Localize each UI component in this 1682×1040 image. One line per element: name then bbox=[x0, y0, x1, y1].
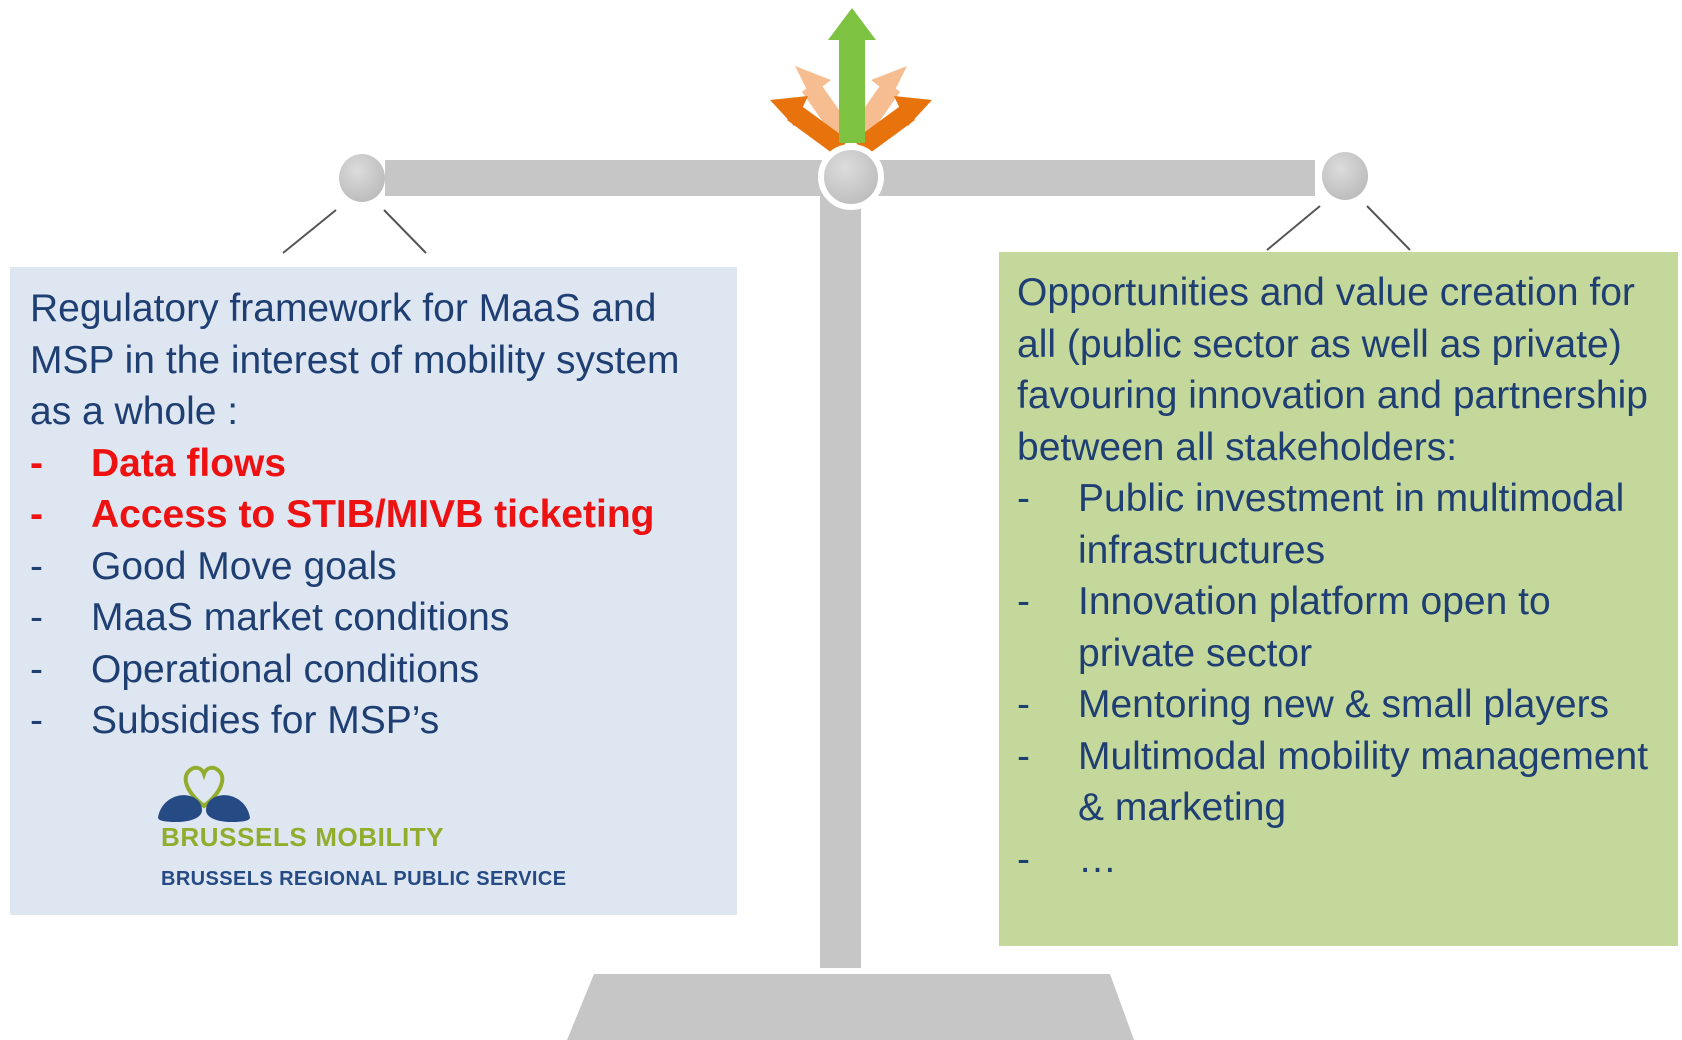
list-item-text: Operational conditions bbox=[91, 647, 480, 691]
opportunities-panel: Opportunities and value creation for all… bbox=[999, 252, 1678, 946]
list-item-text: Access to STIB/MIVB ticketing bbox=[91, 493, 655, 536]
logo-brand-name: BRUSSELS MOBILITY bbox=[161, 822, 445, 852]
beam-right-knob bbox=[1322, 152, 1368, 200]
bullet-dash: - bbox=[30, 544, 43, 588]
bullet-dash: - bbox=[1017, 580, 1030, 623]
list-item: - Operational conditions bbox=[30, 644, 721, 696]
bullet-dash: - bbox=[1017, 734, 1030, 778]
list-item: - Innovation platform open to private se… bbox=[1017, 576, 1668, 679]
direction-arrows-icon bbox=[770, 8, 932, 157]
list-item: - … bbox=[1017, 834, 1668, 886]
heart-logo-icon bbox=[158, 765, 250, 822]
list-item: - Good Move goals bbox=[30, 541, 721, 593]
beam-left-knob bbox=[339, 154, 385, 202]
bullet-dash: - bbox=[30, 699, 43, 742]
brussels-mobility-logo: BRUSSELS MOBILITY BRUSSELS REGIONAL PUBL… bbox=[144, 762, 624, 897]
bullet-dash: - bbox=[30, 441, 43, 485]
list-item-text: Public investment in multimodal infrastr… bbox=[1078, 477, 1625, 572]
beam-center-pivot-knob bbox=[818, 144, 884, 210]
list-item-text: Innovation platform open to private sect… bbox=[1078, 580, 1551, 675]
list-item-text: Multimodal mobility management & marketi… bbox=[1078, 734, 1649, 830]
logo-brand-subtitle: BRUSSELS REGIONAL PUBLIC SERVICE bbox=[161, 868, 567, 890]
list-item: - Multimodal mobility management & marke… bbox=[1017, 731, 1668, 834]
right-pan-string-right bbox=[1366, 205, 1411, 251]
list-item: - MaaS market conditions bbox=[30, 592, 721, 644]
list-item-text: … bbox=[1078, 837, 1117, 881]
list-item: - Subsidies for MSP’s bbox=[30, 695, 721, 747]
bullet-dash: - bbox=[1017, 477, 1030, 520]
regulatory-framework-list: - Data flows - Access to STIB/MIVB ticke… bbox=[30, 438, 721, 747]
list-item-text: Good Move goals bbox=[91, 544, 397, 588]
list-item-text: Data flows bbox=[91, 441, 287, 485]
bullet-dash: - bbox=[30, 647, 43, 691]
list-item-text: Mentoring new & small players bbox=[1078, 683, 1610, 726]
regulatory-framework-panel: Regulatory framework for MaaS and MSP in… bbox=[10, 267, 737, 915]
scale-base bbox=[567, 974, 1134, 1040]
bullet-dash: - bbox=[1017, 837, 1030, 881]
list-item-text: MaaS market conditions bbox=[91, 596, 510, 639]
left-pan-string-left bbox=[282, 209, 337, 254]
list-item: - Public investment in multimodal infras… bbox=[1017, 473, 1668, 576]
list-item: - Mentoring new & small players bbox=[1017, 679, 1668, 731]
list-item: - Access to STIB/MIVB ticketing bbox=[30, 489, 721, 541]
list-item: - Data flows bbox=[30, 438, 721, 490]
opportunities-intro: Opportunities and value creation for all… bbox=[1017, 271, 1648, 469]
bullet-dash: - bbox=[1017, 683, 1030, 726]
bullet-dash: - bbox=[30, 596, 43, 639]
bullet-dash: - bbox=[30, 493, 43, 536]
scale-pillar bbox=[820, 190, 861, 968]
opportunities-list: - Public investment in multimodal infras… bbox=[1017, 473, 1668, 885]
list-item-text: Subsidies for MSP’s bbox=[91, 699, 440, 742]
regulatory-framework-intro: Regulatory framework for MaaS and MSP in… bbox=[30, 287, 680, 433]
right-pan-string-left bbox=[1266, 205, 1321, 251]
left-pan-string-right bbox=[383, 209, 427, 254]
